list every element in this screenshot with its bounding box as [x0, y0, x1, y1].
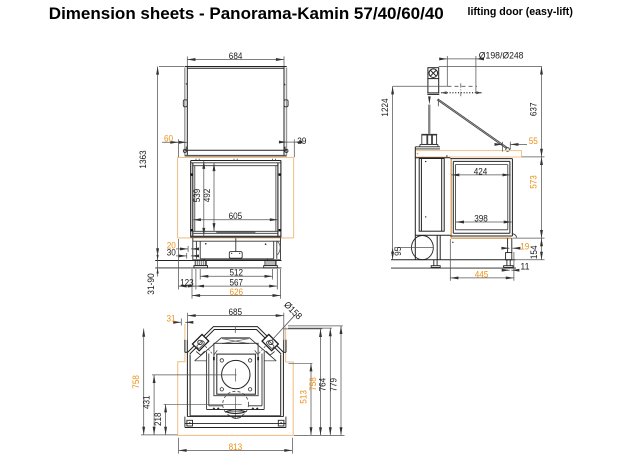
svg-text:512: 512 — [230, 267, 244, 278]
svg-text:31: 31 — [166, 313, 175, 324]
svg-text:19: 19 — [520, 240, 529, 251]
svg-text:567: 567 — [230, 277, 244, 288]
svg-text:11: 11 — [520, 260, 529, 271]
svg-text:Ø198/Ø248: Ø198/Ø248 — [479, 49, 524, 60]
svg-text:123: 123 — [180, 277, 194, 288]
svg-text:626: 626 — [230, 286, 244, 297]
svg-text:Dimension sheets - Panorama-Ka: Dimension sheets - Panorama-Kamin 57/40/… — [49, 4, 444, 23]
svg-text:685: 685 — [229, 306, 243, 317]
svg-text:30: 30 — [167, 246, 176, 257]
svg-text:55: 55 — [529, 135, 538, 146]
svg-text:60: 60 — [164, 133, 173, 144]
svg-text:431: 431 — [140, 395, 151, 409]
svg-text:573: 573 — [528, 175, 539, 189]
svg-text:445: 445 — [475, 268, 489, 279]
svg-text:637: 637 — [528, 103, 539, 117]
svg-text:20: 20 — [167, 239, 176, 250]
svg-text:424: 424 — [474, 165, 488, 176]
svg-text:Ø158: Ø158 — [282, 299, 305, 322]
svg-text:1224: 1224 — [379, 98, 390, 116]
svg-text:39: 39 — [297, 135, 306, 146]
svg-text:605: 605 — [229, 210, 243, 221]
svg-text:813: 813 — [229, 441, 243, 452]
svg-text:31-90: 31-90 — [145, 273, 156, 294]
svg-text:398: 398 — [474, 212, 488, 223]
svg-text:539: 539 — [191, 189, 202, 203]
svg-text:218: 218 — [152, 412, 163, 426]
svg-text:779: 779 — [327, 378, 338, 392]
svg-text:492: 492 — [201, 189, 212, 203]
svg-text:764: 764 — [317, 378, 328, 392]
svg-text:lifting door (easy-lift): lifting door (easy-lift) — [468, 6, 573, 18]
svg-text:95: 95 — [392, 247, 403, 256]
svg-text:684: 684 — [229, 50, 243, 61]
svg-text:758: 758 — [130, 375, 141, 389]
svg-text:1363: 1363 — [137, 150, 148, 168]
svg-text:758: 758 — [307, 377, 318, 391]
svg-text:513: 513 — [297, 390, 308, 404]
svg-text:154: 154 — [528, 246, 539, 260]
